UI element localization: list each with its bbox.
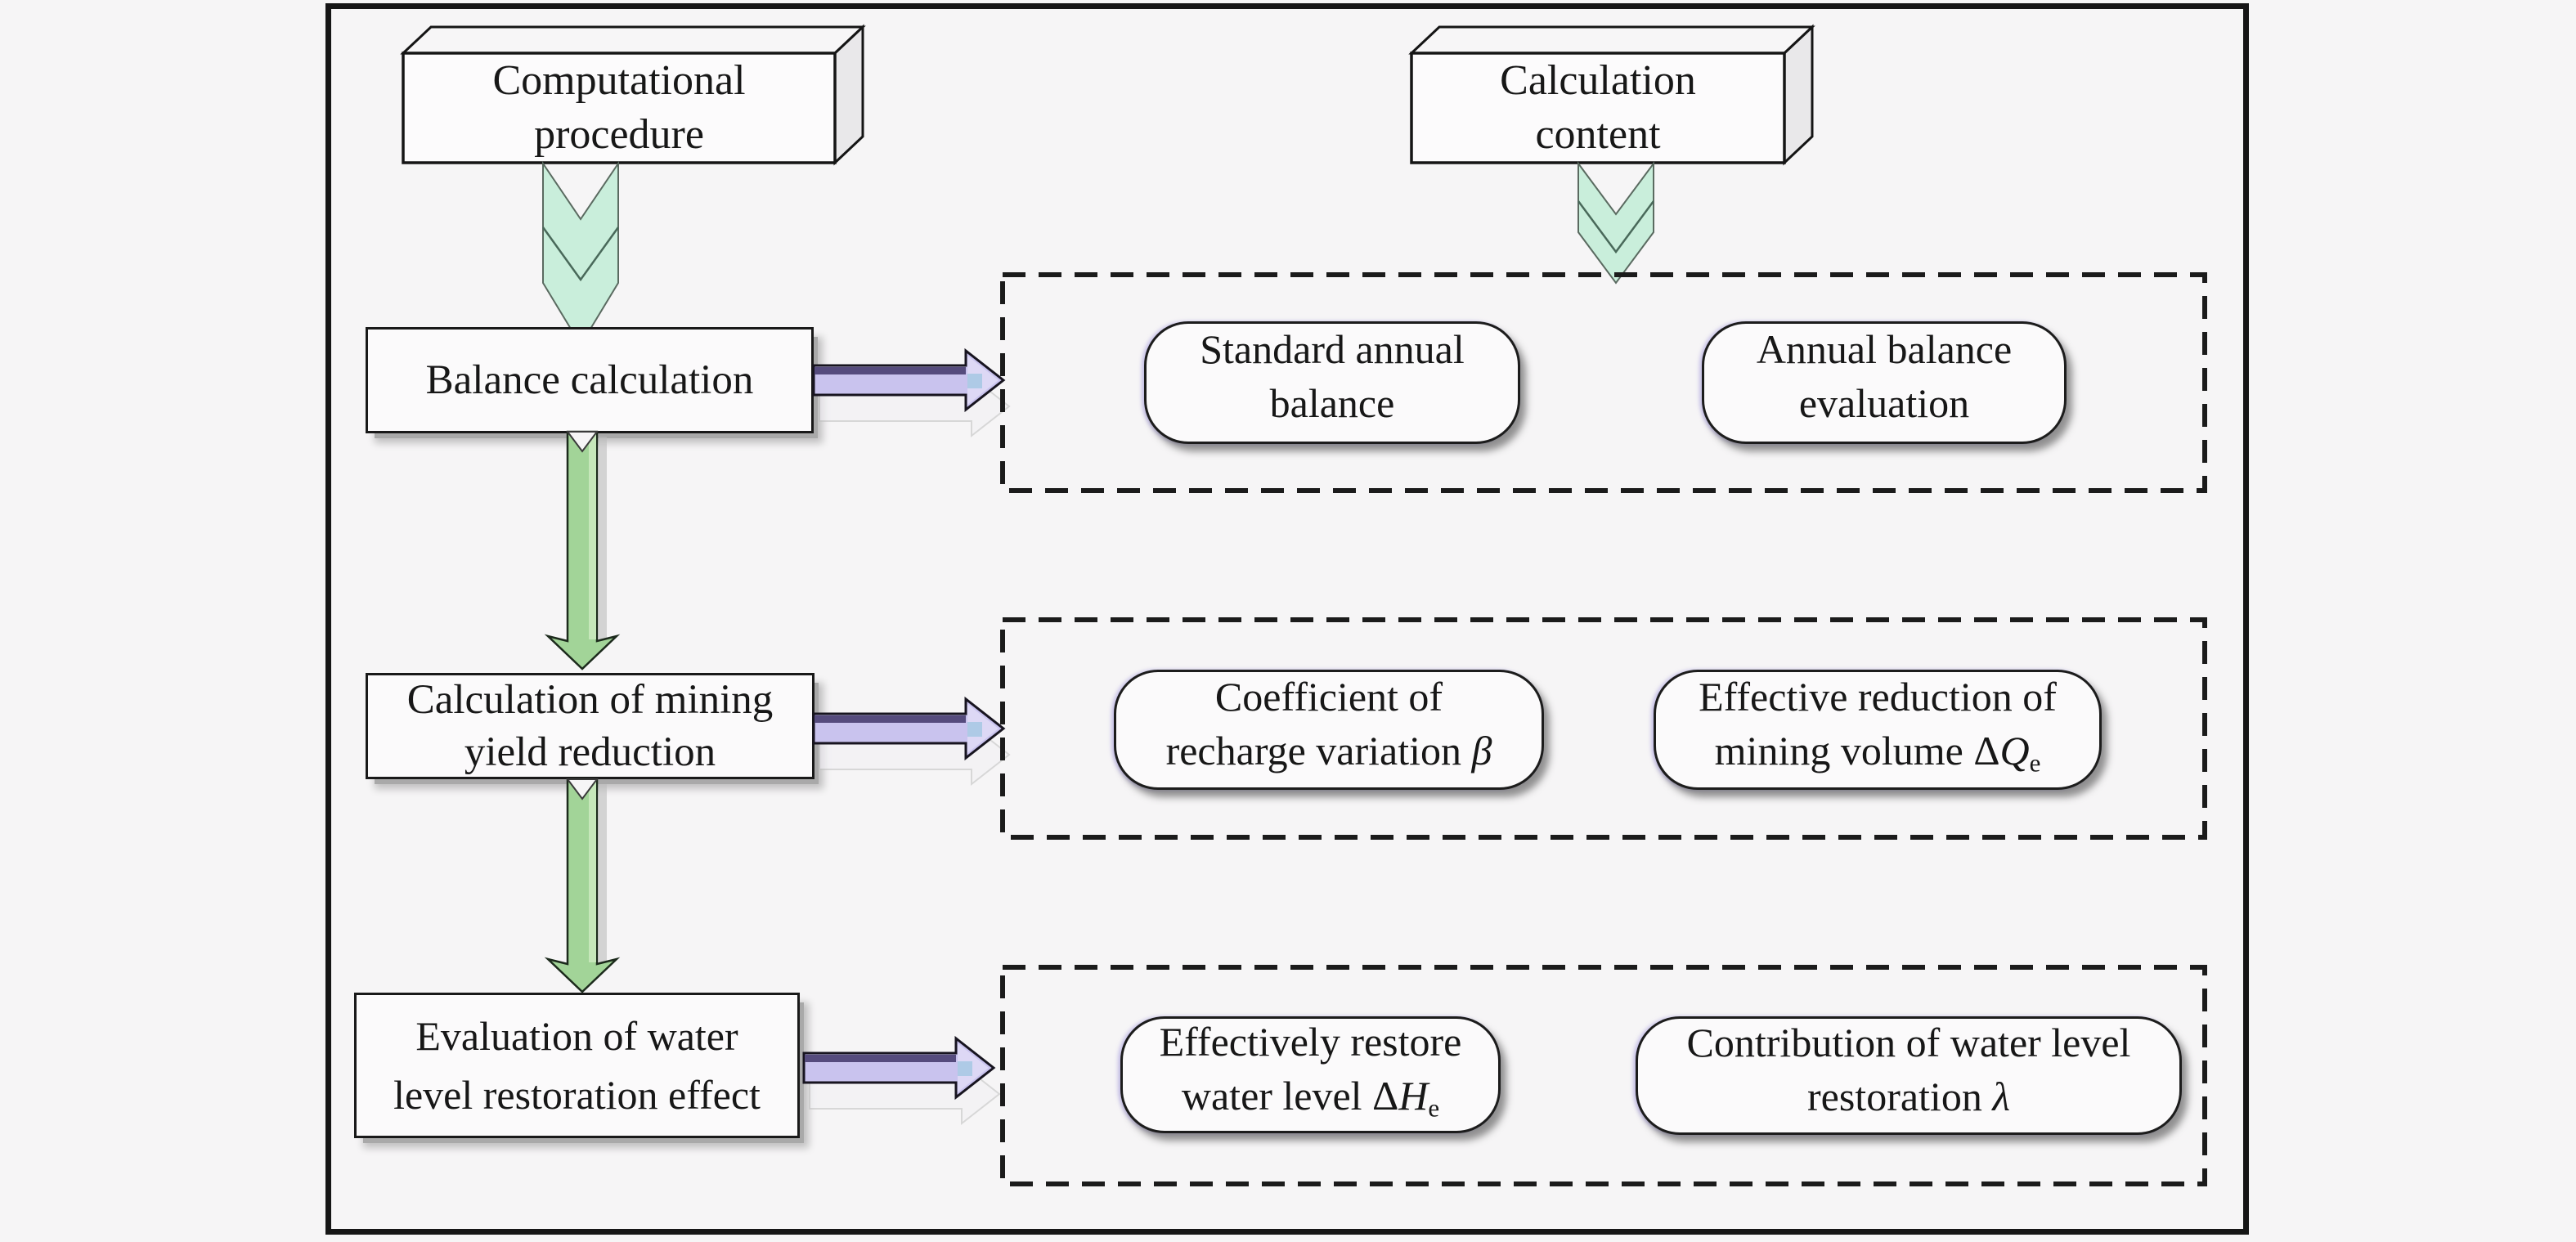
pill-line2: balance <box>1269 380 1395 427</box>
step-line2: yield reduction <box>464 729 716 775</box>
arrow-top-stripe <box>815 367 966 374</box>
content-header-line2: content <box>1535 111 1661 158</box>
step-line2: level restoration effect <box>393 1072 761 1118</box>
pill-line1: Effective reduction of <box>1699 673 2057 720</box>
arrow-tail-notch <box>566 431 599 453</box>
pill-coefficient-recharge-variation: Coefficient of recharge variation β <box>1114 670 1544 790</box>
chevron-body <box>542 160 619 347</box>
green-down-arrow-icon <box>544 778 621 993</box>
arrow-head <box>967 356 999 405</box>
procedure-header-line1: Computational <box>492 57 746 104</box>
arrow-top-stripe <box>815 715 966 723</box>
pill-line2: mining volume ΔQe <box>1714 727 2041 778</box>
dashed-group-mining <box>1000 617 2207 840</box>
chevron-divider <box>1577 200 1655 254</box>
dashed-border <box>1000 965 2207 1186</box>
pill-line1: Standard annual <box>1200 326 1465 373</box>
chevron-divider <box>541 226 620 282</box>
double-chevron-down-icon <box>541 160 620 347</box>
dashed-border <box>1000 272 2207 493</box>
arrow-body <box>812 696 1006 761</box>
step-line1: Calculation of mining <box>406 677 774 723</box>
arrow-body <box>544 778 621 993</box>
diagram-frame <box>325 3 2249 1235</box>
procedure-header: Computational procedure <box>403 53 835 163</box>
pill-contribution-water-level-restoration: Contribution of water level restoration … <box>1636 1016 2182 1135</box>
box-top-face <box>1408 25 1815 55</box>
pill-line1: Annual balance <box>1756 326 2013 373</box>
arrow-shadow <box>599 784 607 962</box>
box-front-face <box>402 52 837 164</box>
step-mining-yield-reduction: Calculation of mining yield reduction <box>366 673 815 779</box>
pill-line1: Contribution of water level <box>1686 1019 2131 1065</box>
step-line1: Balance calculation <box>425 357 754 403</box>
procedure-header-line2: procedure <box>534 111 704 158</box>
procedure-3d-box <box>400 24 866 166</box>
arrow-head-glint <box>958 1061 972 1076</box>
purple-right-arrow-icon <box>812 347 1011 438</box>
step-water-level-restoration: Evaluation of water level restoration ef… <box>354 993 800 1138</box>
pill-line2: water level ΔHe <box>1181 1072 1440 1123</box>
arrow-body <box>544 430 621 670</box>
box-front-face <box>1410 52 1786 164</box>
arrow-body <box>802 1035 996 1101</box>
pill-line2: recharge variation β <box>1165 727 1492 773</box>
pill-annual-balance-evaluation: Annual balance evaluation <box>1702 321 2067 444</box>
arrow-head <box>958 1043 989 1092</box>
content-header: Calculation content <box>1411 53 1784 163</box>
pill-line2: evaluation <box>1798 380 1970 427</box>
step-line1: Evaluation of water <box>415 1013 738 1059</box>
purple-right-arrow-icon <box>812 696 1011 787</box>
chevron-body <box>1577 160 1654 285</box>
pill-line2: restoration λ <box>1807 1073 2010 1119</box>
dashed-border <box>1000 617 2207 840</box>
arrow-head-glint <box>967 722 982 737</box>
pill-line1: Coefficient of <box>1214 673 1443 720</box>
arrow-body <box>812 347 1006 413</box>
step-balance-calculation: Balance calculation <box>366 327 814 433</box>
box-top-face <box>400 25 866 55</box>
arrow-top-stripe <box>805 1055 956 1062</box>
pill-effectively-restore-water-level: Effectively restore water level ΔHe <box>1120 1016 1501 1133</box>
arrow-head <box>967 704 999 753</box>
pill-line1: Effectively restore <box>1159 1018 1462 1065</box>
chevron-down-icon <box>1577 160 1655 285</box>
content-3d-box <box>1408 24 1815 166</box>
pill-effective-reduction-mining-volume: Effective reduction of mining volume ΔQe <box>1654 670 2102 790</box>
arrow-tail-notch <box>566 778 599 800</box>
arrow-highlight <box>589 781 596 962</box>
dashed-group-restoration <box>1000 965 2207 1186</box>
green-down-arrow-icon <box>544 430 621 670</box>
arrow-head-glint <box>967 374 982 388</box>
content-header-line1: Calculation <box>1500 57 1696 104</box>
arrow-highlight <box>589 433 596 639</box>
arrow-shadow <box>599 437 607 639</box>
purple-right-arrow-icon <box>802 1035 1001 1126</box>
pill-standard-annual-balance: Standard annual balance <box>1144 321 1520 444</box>
dashed-group-balance <box>1000 272 2207 493</box>
